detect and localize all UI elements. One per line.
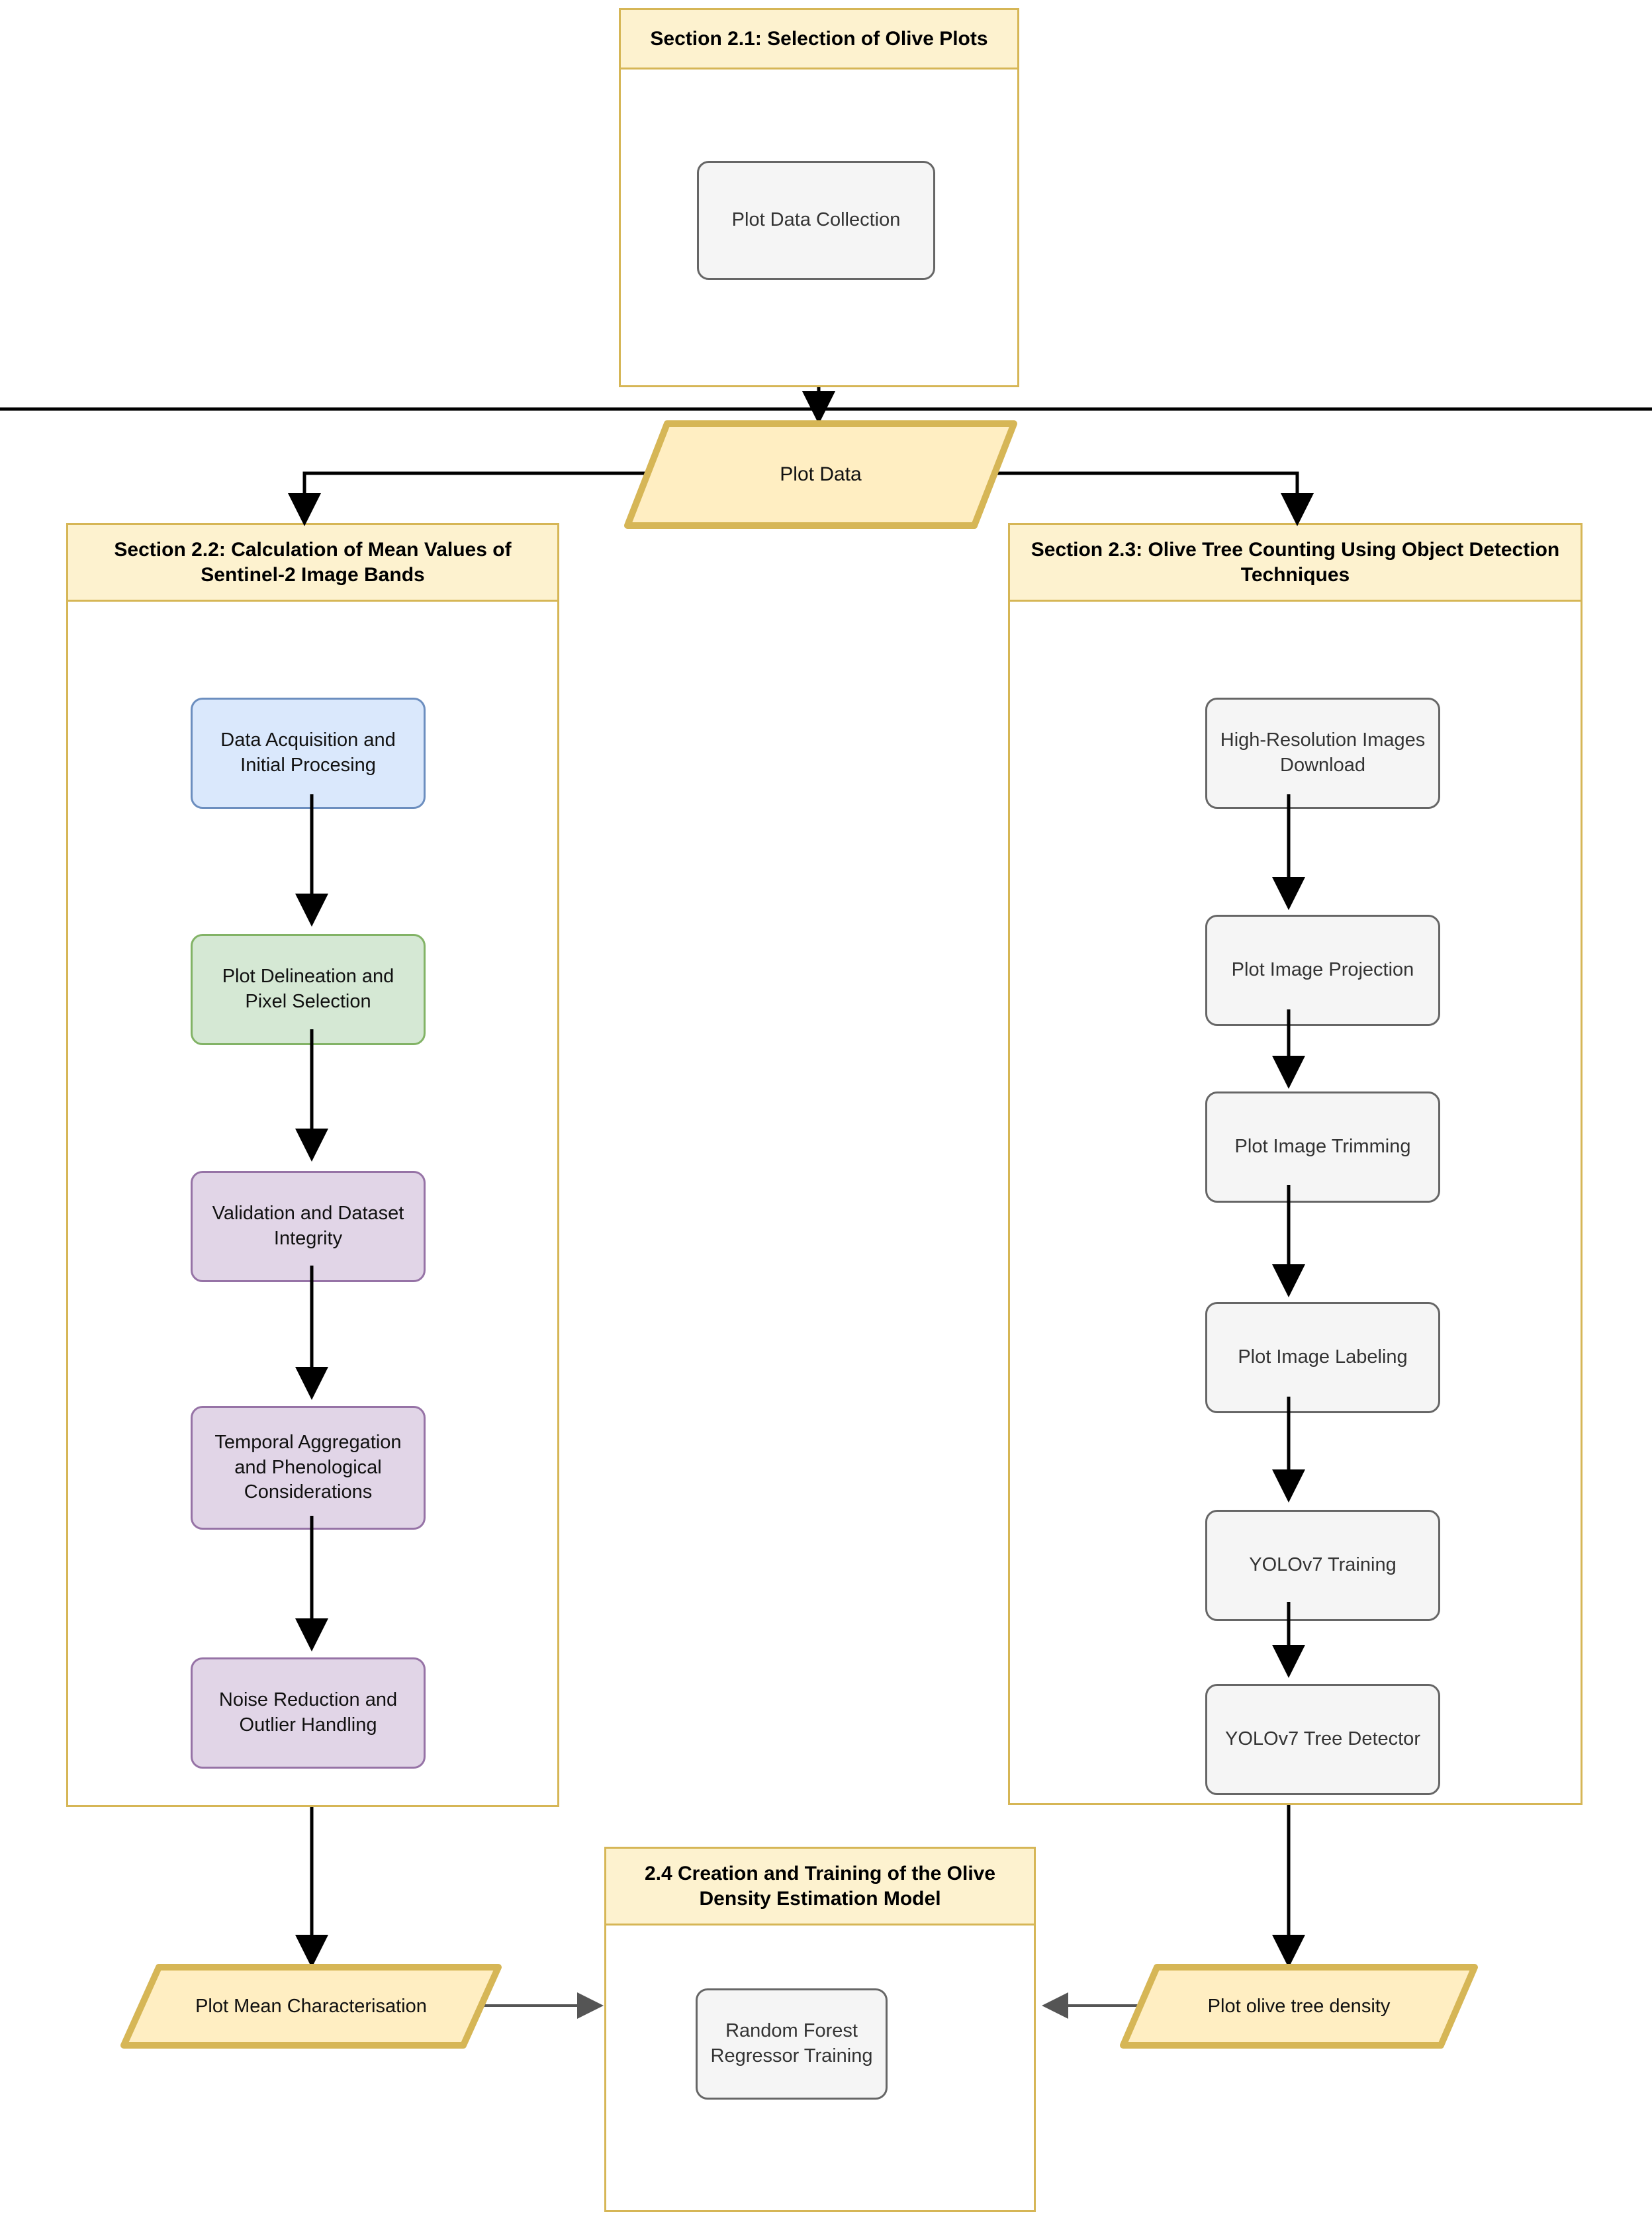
arrow-plotdata-to-s22 (288, 471, 662, 526)
data-node-plot-mean-characterisation[interactable]: Plot Mean Characterisation (119, 1963, 503, 2050)
section-2-3: Section 2.3: Olive Tree Counting Using O… (1008, 523, 1583, 1805)
section-2-4: 2.4 Creation and Training of the Olive D… (604, 1847, 1036, 2212)
data-node-plot-data-label: Plot Data (780, 463, 862, 485)
section-2-1-body: Plot Data Collection (621, 70, 1017, 387)
data-node-plot-mean-label: Plot Mean Characterisation (195, 1995, 427, 2017)
section-2-1: Section 2.1: Selection of Olive Plots Pl… (619, 8, 1019, 387)
data-node-plot-data[interactable]: Plot Data (622, 418, 1019, 531)
data-node-plot-density-label: Plot olive tree density (1207, 1995, 1391, 2017)
node-yolov7-training[interactable]: YOLOv7 Training (1205, 1510, 1440, 1621)
node-plot-image-trimming[interactable]: Plot Image Trimming (1205, 1091, 1440, 1203)
node-temporal-aggregation[interactable]: Temporal Aggregation and Phenological Co… (191, 1406, 426, 1530)
data-node-plot-olive-tree-density[interactable]: Plot olive tree density (1119, 1963, 1479, 2050)
parallelogram-shape (1120, 1964, 1478, 2049)
section-2-2: Section 2.2: Calculation of Mean Values … (66, 523, 559, 1807)
parallelogram-shape (120, 1964, 502, 2049)
section-2-1-title: Section 2.1: Selection of Olive Plots (621, 10, 1017, 70)
node-validation-integrity[interactable]: Validation and Dataset Integrity (191, 1171, 426, 1282)
section-2-2-title: Section 2.2: Calculation of Mean Values … (68, 525, 557, 602)
arrow-plotdata-to-s23 (976, 471, 1314, 526)
node-random-forest-regressor-training[interactable]: Random Forest Regressor Training (696, 1988, 888, 2100)
section-2-2-body: Data Acquisition and Initial Procesing P… (68, 602, 557, 1805)
node-high-res-images-download[interactable]: High-Resolution Images Download (1205, 698, 1440, 809)
node-plot-image-labeling[interactable]: Plot Image Labeling (1205, 1302, 1440, 1413)
node-plot-image-projection[interactable]: Plot Image Projection (1205, 915, 1440, 1026)
section-2-4-title: 2.4 Creation and Training of the Olive D… (606, 1849, 1034, 1926)
node-noise-reduction[interactable]: Noise Reduction and Outlier Handling (191, 1657, 426, 1769)
node-plot-data-collection[interactable]: Plot Data Collection (697, 161, 935, 280)
node-yolov7-tree-detector[interactable]: YOLOv7 Tree Detector (1205, 1684, 1440, 1795)
section-2-4-body: Random Forest Regressor Training (606, 1926, 1034, 2210)
section-2-3-title: Section 2.3: Olive Tree Counting Using O… (1010, 525, 1581, 602)
node-data-acquisition[interactable]: Data Acquisition and Initial Procesing (191, 698, 426, 809)
node-plot-delineation[interactable]: Plot Delineation and Pixel Selection (191, 934, 426, 1045)
section-2-3-body: High-Resolution Images Download Plot Ima… (1010, 602, 1581, 1803)
